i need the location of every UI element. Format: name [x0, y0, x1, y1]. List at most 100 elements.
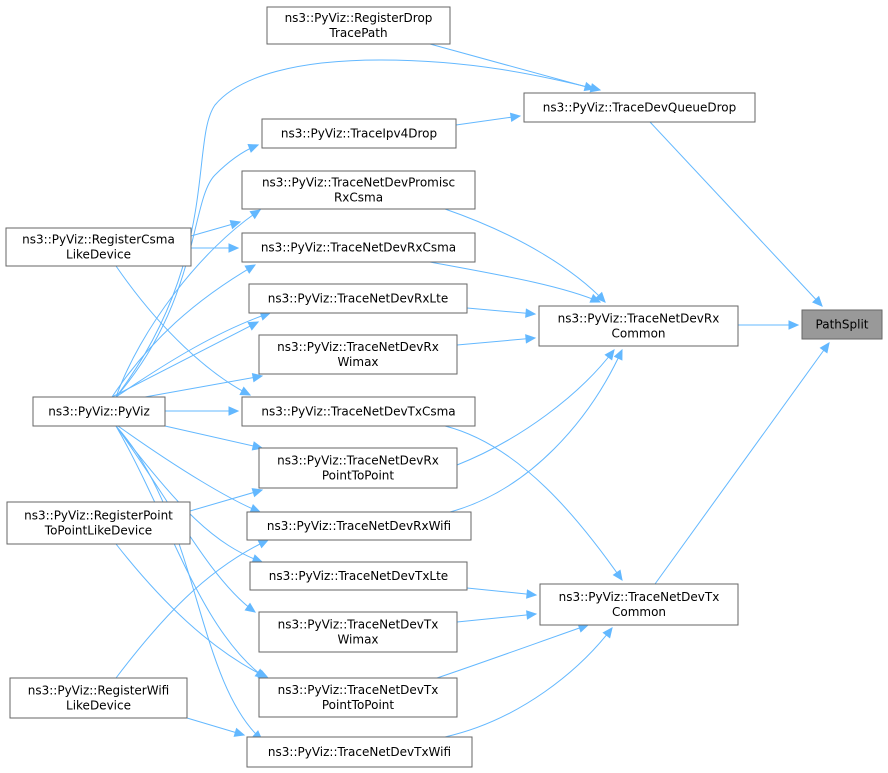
- edge-arrowhead: [229, 220, 242, 230]
- edge-arrowhead: [788, 320, 800, 330]
- node-label: ns3::PyViz::TraceNetDevPromisc: [262, 176, 455, 190]
- node-register-point-to-point-like-device[interactable]: ns3::PyViz::RegisterPointToPointLikeDevi…: [6, 501, 191, 545]
- node-trace-net-dev-rx-lte[interactable]: ns3::PyViz::TraceNetDevRxLte: [248, 283, 468, 314]
- edge-arrowhead: [247, 321, 260, 331]
- edge-arrowhead: [228, 406, 240, 416]
- node-label: TracePath: [328, 26, 387, 40]
- node-trace-net-dev-tx-lte[interactable]: ns3::PyViz::TraceNetDevTxLte: [249, 561, 468, 591]
- node-label: ns3::PyViz::TraceNetDevTx: [278, 618, 439, 632]
- node-label: ns3::PyViz::TraceNetDevRxCsma: [261, 241, 456, 255]
- node-trace-net-dev-tx-wifi[interactable]: ns3::PyViz::TraceNetDevTxWifi: [246, 736, 473, 768]
- node-box: [246, 511, 472, 541]
- edge-arrowhead: [819, 342, 830, 354]
- edge-line: [429, 261, 601, 303]
- node-trace-net-dev-rx-csma[interactable]: ns3::PyViz::TraceNetDevRxCsma: [241, 232, 476, 263]
- edge-trace-net-dev-rx-lte-to-trace-net-dev-rx-common: [466, 307, 537, 318]
- node-label: PathSplit: [816, 318, 869, 332]
- edge-line: [649, 121, 823, 307]
- node-label: ns3::PyViz::TraceNetDevTxWifi: [268, 745, 451, 759]
- edge-trace-net-dev-rx-wimax-to-trace-net-dev-rx-common: [456, 334, 537, 346]
- edge-trace-net-dev-promisc-rx-csma-to-trace-net-dev-rx-common: [444, 208, 606, 303]
- edge-line: [654, 342, 830, 585]
- edge-arrowhead: [602, 627, 613, 639]
- edge-line: [115, 425, 263, 741]
- edge-arrowhead: [239, 386, 252, 396]
- edge-line: [115, 265, 251, 396]
- node-label: ns3::PyViz::RegisterPoint: [24, 509, 173, 523]
- node-box: [266, 6, 451, 45]
- node-label: ns3::PyViz::PyViz: [48, 405, 150, 419]
- nodes-layer: ns3::PyViz::RegisterDropTracePathns3::Py…: [5, 6, 883, 768]
- edge-trace-dev-queue-drop-to-path-split: [649, 121, 823, 307]
- edge-py-viz-to-trace-net-dev-promisc-rx-csma: [115, 209, 262, 398]
- edge-line: [115, 539, 269, 679]
- edge-arrowhead: [613, 348, 623, 361]
- node-box: [241, 396, 476, 427]
- edge-line: [115, 209, 261, 398]
- node-label: Common: [611, 327, 665, 341]
- edge-line: [456, 337, 536, 346]
- node-label: ns3::PyViz::RegisterCsma: [22, 233, 175, 247]
- node-trace-dev-queue-drop[interactable]: ns3::PyViz::TraceDevQueueDrop: [523, 92, 756, 123]
- edge-register-drop-trace-path-to-trace-dev-queue-drop: [429, 43, 596, 92]
- edge-arrowhead: [251, 488, 264, 498]
- edge-register-point-to-point-like-device-to-trace-net-dev-rx-point-to-point: [189, 488, 264, 512]
- node-label: ns3::PyViz::TraceNetDevTx: [559, 590, 720, 604]
- node-box: [32, 396, 166, 427]
- edge-line: [186, 717, 245, 736]
- edge-trace-net-dev-tx-point-to-point-to-trace-net-dev-tx-common: [436, 623, 590, 679]
- edge-trace-net-dev-tx-csma-to-trace-net-dev-tx-common: [444, 425, 623, 582]
- edge-py-viz-to-trace-net-dev-rx-wifi: [117, 425, 262, 513]
- edge-arrowhead: [525, 308, 537, 318]
- edge-arrowhead: [595, 291, 606, 303]
- node-trace-net-dev-tx-csma[interactable]: ns3::PyViz::TraceNetDevTxCsma: [241, 396, 476, 427]
- node-trace-ipv4-drop[interactable]: ns3::PyViz::TraceIpv4Drop: [261, 118, 457, 149]
- edge-arrowhead: [249, 504, 262, 513]
- edge-register-csma-like-device-to-trace-net-dev-tx-csma: [115, 265, 252, 396]
- edge-trace-net-dev-rx-wifi-to-trace-net-dev-rx-common: [449, 348, 623, 513]
- edge-trace-net-dev-rx-point-to-point-to-trace-net-dev-rx-common: [456, 349, 615, 466]
- edge-py-viz-to-trace-net-dev-rx-wimax: [144, 372, 264, 398]
- edge-line: [456, 349, 615, 466]
- edge-arrowhead: [589, 293, 602, 303]
- node-label: PointToPoint: [322, 698, 395, 712]
- edge-line: [449, 349, 623, 513]
- node-label: ToPointLikeDevice: [44, 524, 152, 538]
- node-box: [9, 677, 188, 719]
- edge-line: [444, 208, 606, 303]
- edge-py-viz-to-trace-net-dev-tx-point-to-point: [115, 425, 266, 679]
- edge-line: [455, 115, 521, 126]
- node-label: ns3::PyViz::TraceNetDevTx: [278, 683, 439, 697]
- node-box: [801, 309, 883, 340]
- edge-line: [444, 627, 613, 738]
- edge-arrowhead: [257, 539, 270, 549]
- node-path-split: PathSplit: [801, 309, 883, 340]
- edge-register-wifi-like-device-to-trace-net-dev-rx-wifi: [115, 539, 270, 679]
- node-label: LikeDevice: [66, 248, 131, 262]
- edge-line: [466, 587, 537, 596]
- edge-line: [164, 425, 263, 449]
- edge-trace-net-dev-tx-wifi-to-trace-net-dev-tx-common: [444, 627, 613, 738]
- edge-arrowhead: [247, 143, 260, 153]
- edge-line: [144, 375, 263, 398]
- edge-trace-net-dev-tx-common-to-path-split: [654, 342, 830, 585]
- edge-line: [115, 144, 259, 398]
- node-trace-net-dev-rx-wifi[interactable]: ns3::PyViz::TraceNetDevRxWifi: [246, 511, 472, 541]
- edge-arrowhead: [509, 112, 522, 123]
- node-box: [241, 232, 476, 263]
- node-box: [246, 736, 473, 768]
- edge-arrowhead: [589, 83, 602, 93]
- node-py-viz[interactable]: ns3::PyViz::PyViz: [32, 396, 166, 427]
- node-label: ns3::PyViz::TraceNetDevRx: [558, 312, 720, 326]
- node-label: ns3::PyViz::TraceNetDevTxCsma: [261, 405, 455, 419]
